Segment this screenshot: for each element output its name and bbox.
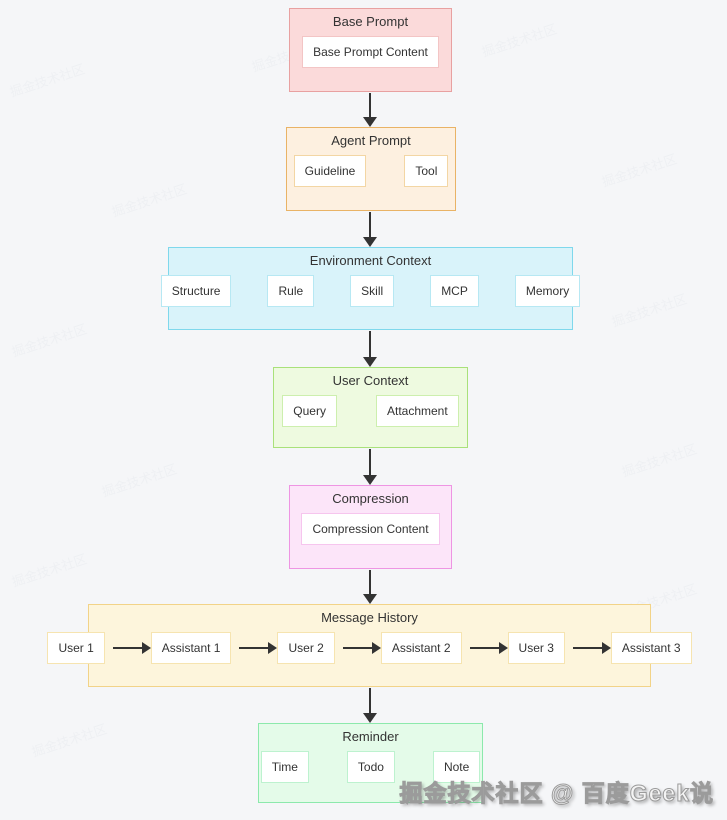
group-title: Compression — [332, 491, 409, 506]
node-structure: Structure — [160, 275, 232, 307]
flow-arrow-right — [239, 642, 278, 654]
node-base-prompt-content: Base Prompt Content — [302, 36, 439, 68]
group-title: Reminder — [342, 729, 399, 744]
node-user-2: User 2 — [277, 632, 335, 664]
group-compression: Compression Compression Content — [289, 485, 452, 569]
background-watermark: 掘金技术社区 — [9, 321, 89, 360]
node-user-3: User 3 — [507, 632, 565, 664]
group-message-history: Message History User 1 Assistant 1 User … — [47, 604, 692, 687]
flow-arrow-right — [112, 642, 151, 654]
node-attachment: Attachment — [375, 395, 459, 427]
node-mcp: MCP — [430, 275, 479, 307]
group-base-prompt: Base Prompt Base Prompt Content — [289, 8, 452, 92]
node-assistant-2: Assistant 2 — [380, 632, 462, 664]
background-watermark: 掘金技术社区 — [99, 461, 179, 500]
node-guideline: Guideline — [293, 155, 367, 187]
flow-arrow-down — [363, 570, 377, 604]
background-watermark: 掘金技术社区 — [479, 21, 559, 60]
node-skill: Skill — [350, 275, 395, 307]
group-user-context: User Context Query Attachment — [273, 367, 468, 448]
group-reminder: Reminder Time Todo Note — [258, 723, 483, 803]
flow-arrow-down — [363, 688, 377, 723]
flow-arrow-right — [572, 642, 611, 654]
background-watermark: 掘金技术社区 — [9, 551, 89, 590]
background-watermark: 掘金技术社区 — [619, 441, 699, 480]
background-watermark: 掘金技术社区 — [7, 61, 87, 100]
background-watermark: 掘金技术社区 — [609, 291, 689, 330]
node-rule: Rule — [267, 275, 315, 307]
background-watermark: 掘金技术社区 — [29, 721, 109, 760]
group-title: User Context — [332, 373, 409, 388]
flow-arrow-down — [363, 212, 377, 247]
node-query: Query — [282, 395, 337, 427]
node-memory: Memory — [514, 275, 581, 307]
flow-arrow-right — [469, 642, 508, 654]
node-note: Note — [432, 751, 481, 783]
node-user-1: User 1 — [47, 632, 105, 664]
group-title: Base Prompt — [332, 14, 409, 29]
node-tool: Tool — [404, 155, 449, 187]
node-todo: Todo — [346, 751, 395, 783]
flow-arrow-down — [363, 331, 377, 367]
flow-arrow-right — [342, 642, 381, 654]
group-agent-prompt: Agent Prompt Guideline Tool — [286, 127, 456, 211]
flow-arrow-down — [363, 449, 377, 485]
node-assistant-3: Assistant 3 — [610, 632, 692, 664]
group-title: Agent Prompt — [331, 133, 411, 148]
background-watermark: 掘金技术社区 — [599, 151, 679, 190]
group-title: Message History — [321, 610, 418, 625]
node-time: Time — [260, 751, 309, 783]
node-compression-content: Compression Content — [301, 513, 440, 545]
background-watermark: 掘金技术社区 — [109, 181, 189, 220]
group-title: Environment Context — [309, 253, 432, 268]
flow-arrow-down — [363, 93, 377, 127]
node-assistant-1: Assistant 1 — [150, 632, 232, 664]
group-environment-context: Environment Context Structure Rule Skill… — [160, 247, 581, 330]
